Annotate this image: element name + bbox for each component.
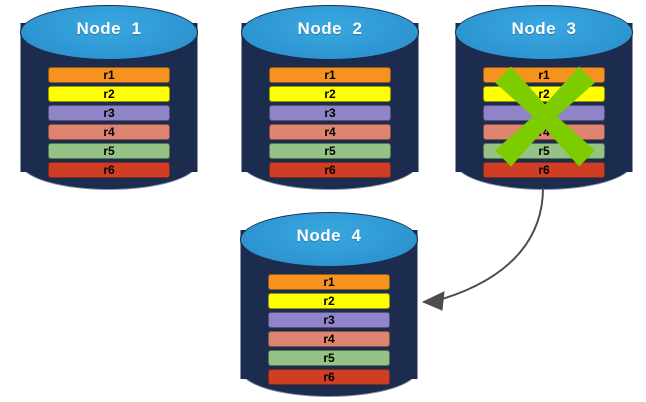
node-4-row-r5[interactable]: r5: [268, 350, 390, 366]
node-3-row-r3[interactable]: r3: [483, 105, 605, 121]
node-1-row-r5[interactable]: r5: [48, 143, 170, 159]
node-2-row-r1[interactable]: r1: [269, 67, 391, 83]
node-4-row-r6[interactable]: r6: [268, 369, 390, 385]
node-3-row-r2[interactable]: r2: [483, 86, 605, 102]
node-4-rows: r1 r2 r3 r4 r5 r6: [240, 274, 418, 388]
node-3-title: Node 3: [511, 19, 577, 38]
node-2-row-r2[interactable]: r2: [269, 86, 391, 102]
node-2-row-r3[interactable]: r3: [269, 105, 391, 121]
node-1-row-r2[interactable]: r2: [48, 86, 170, 102]
node-2[interactable]: Node 2 r1 r2 r3 r4 r5 r6: [241, 5, 419, 190]
node-2-row-r5[interactable]: r5: [269, 143, 391, 159]
node-4-row-r4[interactable]: r4: [268, 331, 390, 347]
node-3-row-r1[interactable]: r1: [483, 67, 605, 83]
node-2-top-disc: [241, 5, 419, 60]
node-3[interactable]: Node 3 r1 r2 r3 r4 r5 r6: [455, 5, 633, 190]
node-3-top-disc: [455, 5, 633, 60]
node-1-top-disc: [20, 5, 198, 60]
node-4[interactable]: Node 4 r1 r2 r3 r4 r5 r6: [240, 212, 418, 397]
node-2-row-r6[interactable]: r6: [269, 162, 391, 178]
node-3-row-r6[interactable]: r6: [483, 162, 605, 178]
node-1[interactable]: Node 1 r1 r2 r3 r4 r5 r6: [20, 5, 198, 190]
node-4-title: Node 4: [296, 226, 362, 245]
node-3-rows: r1 r2 r3 r4 r5 r6: [455, 67, 633, 181]
node-1-row-r1[interactable]: r1: [48, 67, 170, 83]
node-4-row-r1[interactable]: r1: [268, 274, 390, 290]
node-3-row-r4[interactable]: r4: [483, 124, 605, 140]
node-4-row-r2[interactable]: r2: [268, 293, 390, 309]
node-1-title: Node 1: [76, 19, 142, 38]
node-1-row-r4[interactable]: r4: [48, 124, 170, 140]
node-3-row-r5[interactable]: r5: [483, 143, 605, 159]
node-1-rows: r1 r2 r3 r4 r5 r6: [20, 67, 198, 181]
node-4-top-disc: [240, 212, 418, 267]
node-2-title: Node 2: [297, 19, 363, 38]
node-4-row-r3[interactable]: r3: [268, 312, 390, 328]
node-2-row-r4[interactable]: r4: [269, 124, 391, 140]
node-1-row-r6[interactable]: r6: [48, 162, 170, 178]
node-1-row-r3[interactable]: r3: [48, 105, 170, 121]
node-2-rows: r1 r2 r3 r4 r5 r6: [241, 67, 419, 181]
